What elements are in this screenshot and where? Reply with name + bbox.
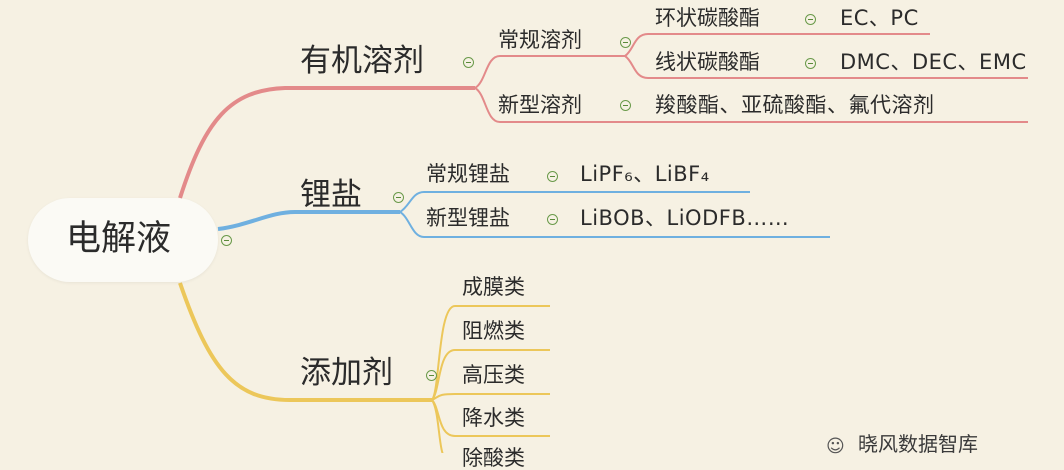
connector-salt-conventional — [399, 191, 750, 213]
root-label: 电解液 — [66, 219, 172, 259]
connector-additive-item-5 — [431, 399, 444, 453]
lithium-salt-node[interactable]: 锂盐 — [300, 177, 362, 213]
connector-root-organic — [178, 86, 475, 199]
collapse-conventional-solvent-toggle-icon[interactable] — [620, 37, 631, 48]
novel-solvent-node[interactable]: 新型溶剂 — [498, 93, 582, 117]
connector-additive-item-2 — [431, 349, 550, 401]
collapse-additive-toggle-icon[interactable] — [426, 370, 437, 381]
collapse-cyclic-toggle-icon[interactable] — [805, 14, 816, 25]
novel-salt-node[interactable]: 新型锂盐 — [426, 206, 510, 230]
collapse-novel-salt-toggle-icon[interactable] — [547, 214, 558, 225]
connector-conventional-linear — [624, 55, 1028, 79]
collapse-organic-toggle-icon[interactable] — [463, 57, 474, 68]
novel-salt-examples: LiBOB、LiODFB…… — [580, 206, 790, 230]
additive-item-high-voltage[interactable]: 高压类 — [462, 363, 525, 387]
connector-root-salt — [217, 210, 400, 231]
connector-organic-conventional — [474, 55, 625, 89]
collapse-conventional-salt-toggle-icon[interactable] — [547, 171, 558, 182]
novel-solvent-examples: 羧酸酯、亚硫酸酯、氟代溶剂 — [655, 93, 935, 117]
collapse-salt-toggle-icon[interactable] — [393, 192, 404, 203]
wechat-logo-icon: ☺ — [826, 436, 845, 457]
connector-conventional-cyclic — [624, 33, 930, 57]
connector-root-additive — [178, 282, 432, 402]
connector-additive-item-3 — [431, 393, 550, 401]
conventional-salt-examples: LiPF₆、LiBF₄ — [580, 162, 710, 186]
root-node[interactable] — [28, 198, 218, 282]
cyclic-carbonate-node[interactable]: 环状碳酸酯 — [655, 6, 760, 30]
mindmap-connectors — [178, 33, 1028, 453]
watermark-text: 晓风数据智库 — [858, 432, 978, 456]
organic-solvent-node[interactable]: 有机溶剂 — [300, 43, 424, 79]
conventional-solvent-node[interactable]: 常规溶剂 — [498, 28, 582, 52]
additive-item-film-forming[interactable]: 成膜类 — [462, 275, 525, 299]
connector-salt-novel — [399, 211, 830, 238]
additive-item-flame-retardant[interactable]: 阻燃类 — [462, 319, 525, 343]
connector-organic-novel — [474, 87, 1028, 123]
linear-carbonate-node[interactable]: 线状碳酸酯 — [655, 50, 760, 74]
collapse-root-toggle-icon[interactable] — [221, 235, 232, 246]
collapse-novel-solvent-toggle-icon[interactable] — [620, 100, 631, 111]
additive-item-water-removal[interactable]: 降水类 — [462, 406, 525, 430]
additive-item-acid-removal[interactable]: 除酸类 — [462, 446, 525, 470]
cyclic-carbonate-examples: EC、PC — [840, 6, 919, 30]
additive-node[interactable]: 添加剂 — [300, 355, 393, 391]
conventional-salt-node[interactable]: 常规锂盐 — [426, 162, 510, 186]
linear-carbonate-examples: DMC、DEC、EMC — [840, 50, 1027, 74]
collapse-linear-toggle-icon[interactable] — [805, 58, 816, 69]
